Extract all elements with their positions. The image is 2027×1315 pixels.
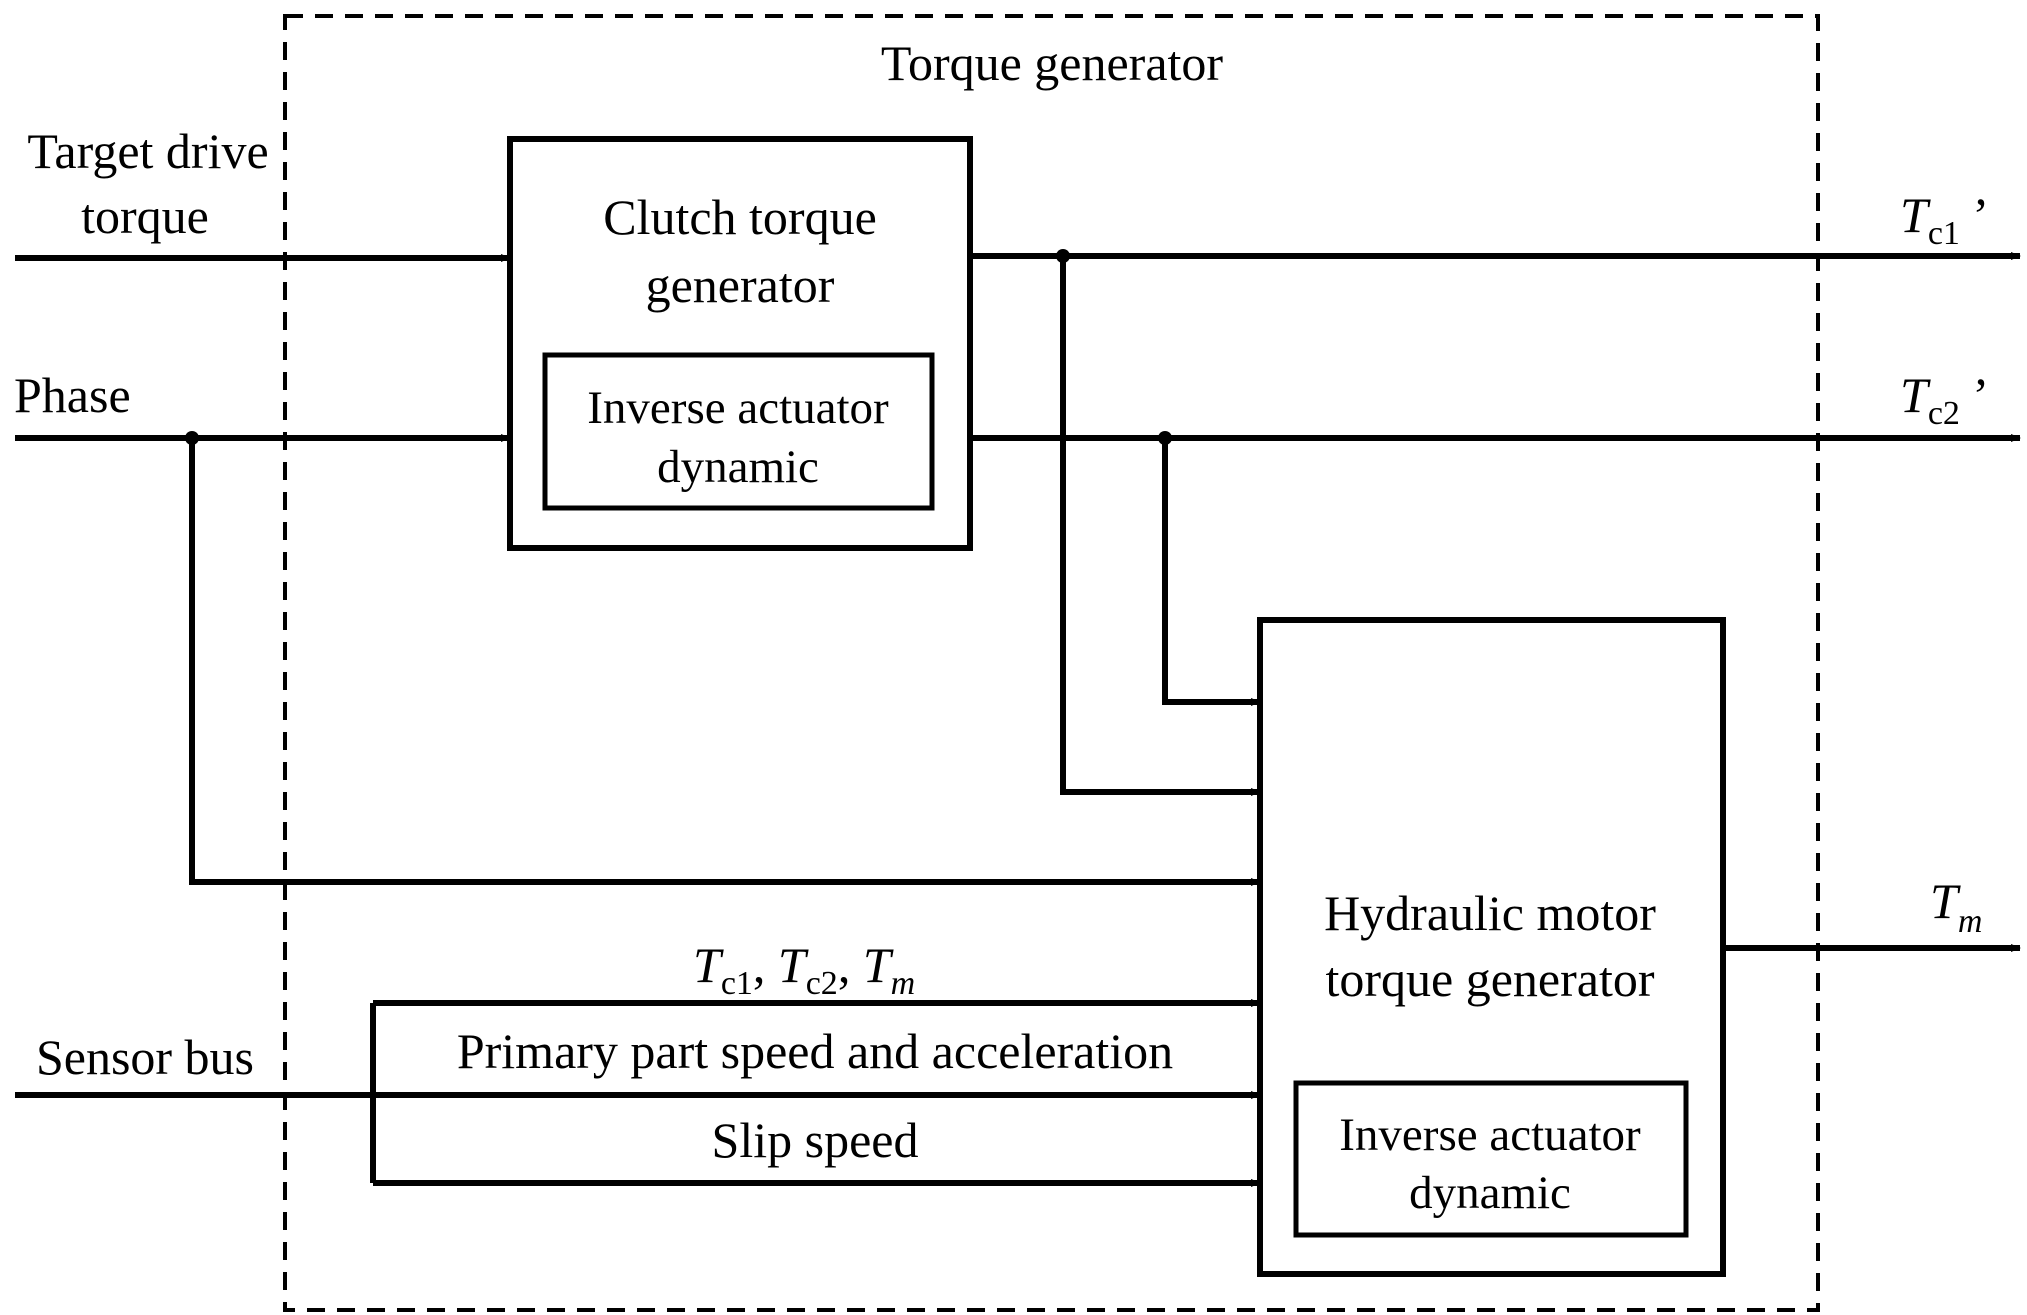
hydraulic-title-line1: Hydraulic motor <box>1324 885 1656 941</box>
torque-generator-boundary <box>283 14 1820 1312</box>
tc2-junction-dot <box>1158 431 1172 445</box>
hydraulic-inverse-actuator-block <box>1293 1080 1689 1238</box>
diagram-title: Torque generator <box>881 35 1224 91</box>
feedback-label: Tc1, Tc2, Tm <box>693 937 915 1002</box>
tc1-branch-line <box>1060 256 1261 796</box>
primary-speed-label: Primary part speed and acceleration <box>457 1023 1173 1079</box>
hydraulic-inner-line1: Inverse actuator <box>1339 1109 1641 1161</box>
hydraulic-inner-line2: dynamic <box>1409 1167 1571 1219</box>
tc2-output-label: Tc2 ’ <box>1900 367 1989 432</box>
clutch-inverse-actuator-block <box>542 352 935 511</box>
target-torque-label-line1: Target drive <box>27 123 268 179</box>
tm-output-label: Tm <box>1930 873 1982 940</box>
tc2-branch-line <box>1162 438 1261 706</box>
slip-speed-label: Slip speed <box>712 1112 919 1168</box>
clutch-inner-line2: dynamic <box>657 441 819 493</box>
phase-branch-line <box>189 438 1261 886</box>
hydraulic-title-line2: torque generator <box>1325 951 1654 1007</box>
tc1-output-label: Tc1 ’ <box>1900 187 1989 252</box>
tc1-junction-dot <box>1056 249 1070 263</box>
phase-label: Phase <box>14 367 131 423</box>
sensor-bus-label: Sensor bus <box>36 1029 254 1085</box>
clutch-inner-line1: Inverse actuator <box>587 382 889 434</box>
clutch-title-line2: generator <box>646 257 835 313</box>
phase-junction-dot <box>185 431 199 445</box>
clutch-title-line1: Clutch torque <box>603 189 877 245</box>
target-torque-label-line2: torque <box>81 188 209 244</box>
